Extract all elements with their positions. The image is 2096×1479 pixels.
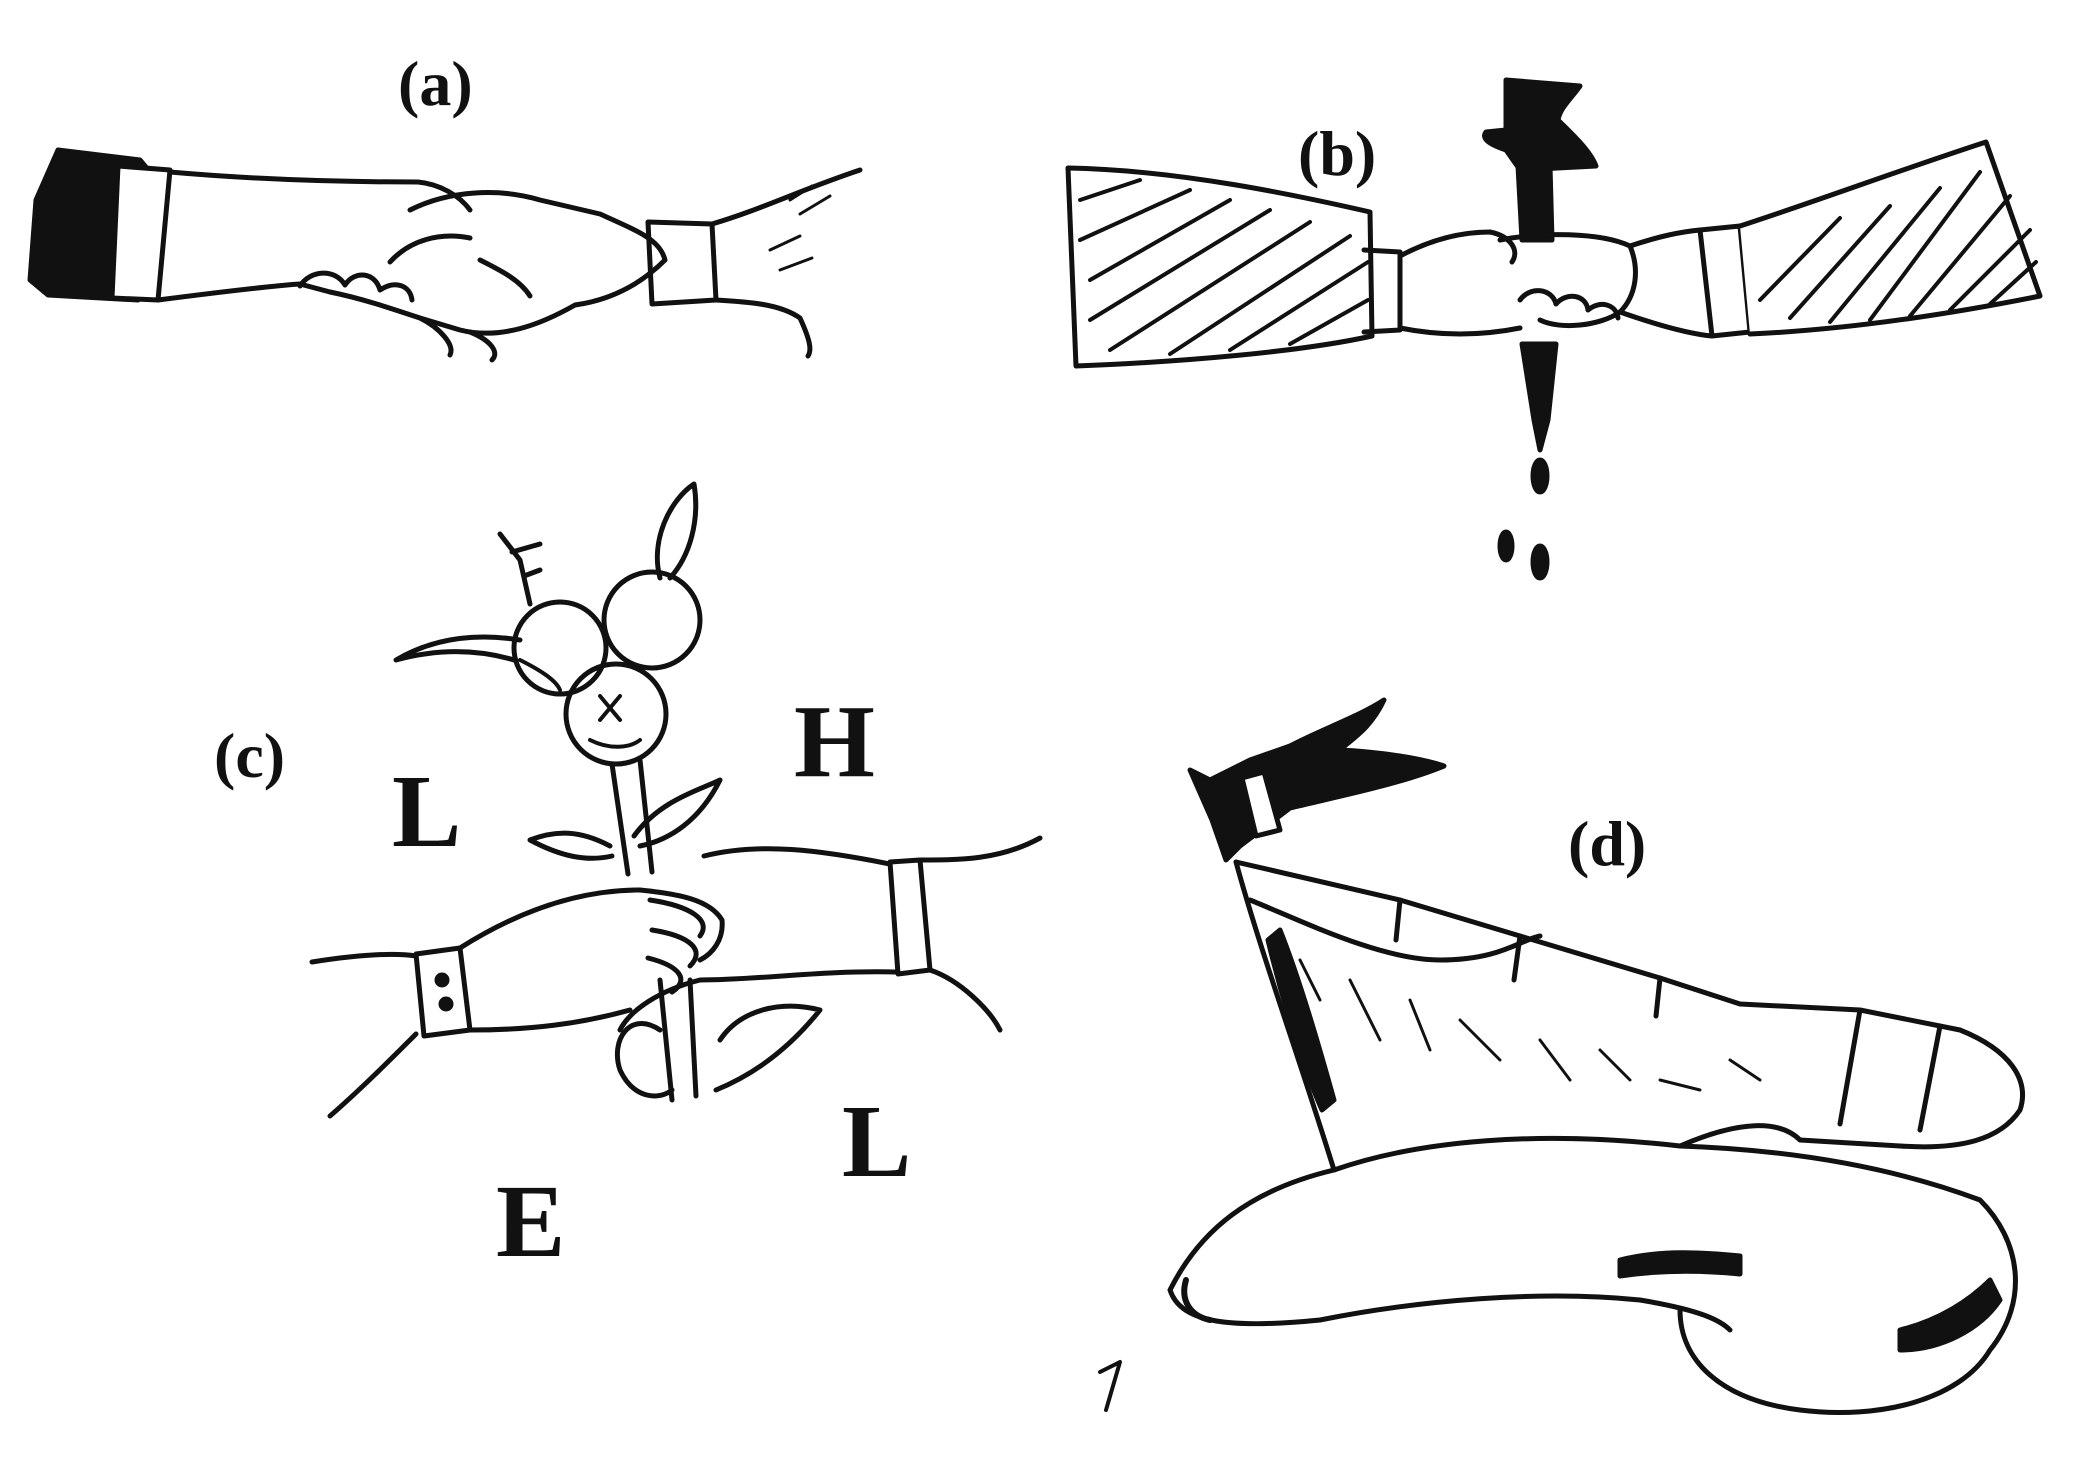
panel-b-left-sleeve	[1068, 168, 1372, 366]
panel-a-right-sleeve-hatch	[770, 186, 830, 270]
panel-a-fingers	[300, 273, 495, 360]
panel-b-left-hand	[1400, 232, 1520, 334]
panel-c-lower-leaves	[617, 1006, 820, 1096]
panel-d-lower-arm	[1170, 1170, 1730, 1330]
panel-c-flower-handshake-drawing	[312, 484, 1040, 1116]
panel-c-letter-top-right: H	[794, 684, 875, 799]
panel-d-fist-shading	[1620, 1253, 2000, 1350]
panel-b-blood-drop-2	[1500, 532, 1512, 560]
panel-label-a: (a)	[398, 48, 473, 119]
panel-c-cuff-button-1	[437, 975, 447, 985]
panel-d-drape-fold	[1268, 930, 1334, 1110]
panel-a-thumb	[390, 236, 530, 296]
panel-c-top-leaf-left	[500, 534, 540, 604]
panel-b-blood-drop-1	[1533, 460, 1547, 492]
panel-d-drape	[1236, 862, 1800, 1170]
panel-b-dagger-pommel	[1485, 80, 1596, 170]
panel-d-draped-hand-drawing	[1100, 700, 2023, 1413]
panel-b-blood-drop-3	[1533, 546, 1547, 578]
panel-c-cuff-button-2	[441, 999, 451, 1009]
panel-d-pennant-band	[1242, 772, 1280, 836]
panel-b-left-cuff	[1364, 250, 1400, 332]
panel-c-left-cuff	[416, 948, 470, 1036]
panel-b-dagger-blade	[1522, 344, 1556, 450]
panel-a-right-cuff	[648, 222, 716, 304]
panel-a-left-arm-lower	[158, 284, 330, 300]
panel-b-right-sleeve	[1740, 142, 2040, 334]
panel-label-c: (c)	[214, 720, 286, 791]
panel-d-drape-shading	[1300, 960, 1760, 1090]
panel-c-letter-top-left: L	[392, 754, 462, 869]
panel-c-flower-lobe-left	[514, 602, 606, 694]
panel-d-fist	[1680, 1146, 2015, 1413]
panel-c-stem-leaves	[530, 780, 720, 858]
panel-a-left-arm	[170, 172, 470, 210]
panel-d-thumb-edge	[1184, 1280, 1210, 1320]
panel-label-d: (d)	[1568, 808, 1647, 879]
panel-c-side-leaf	[396, 637, 520, 660]
panel-c-flower-lobe-right	[604, 572, 700, 668]
panel-c-flower-lobe-bottom	[566, 664, 666, 764]
panel-c-stem	[612, 760, 652, 874]
panel-c-right-cuff	[890, 860, 930, 974]
panel-a-handshake-drawing	[30, 150, 860, 360]
panel-c-left-arm	[312, 954, 416, 1116]
panel-a-right-sleeve	[712, 170, 860, 356]
panel-b-dagger-grip	[1518, 166, 1552, 240]
panel-d-sleeve-top	[1236, 862, 2023, 1147]
panel-d-pennant	[1190, 700, 1444, 860]
panel-a-clasped-hands	[330, 193, 665, 334]
panel-a-left-cuff-band	[112, 166, 170, 300]
panel-c-top-leaf-right	[657, 484, 695, 578]
panel-b-right-sleeve-hatch	[1760, 172, 2036, 322]
panel-c-left-hand	[460, 890, 722, 1030]
panel-c-flower-face	[520, 660, 640, 747]
panel-c-right-hand	[620, 849, 898, 1030]
panel-c-letter-bottom-left: E	[496, 1164, 566, 1279]
panel-b-dagger-handshake-drawing	[1068, 80, 2040, 578]
panel-b-right-wrist	[1620, 230, 1712, 336]
panel-d-mark	[1100, 1362, 1120, 1410]
panel-d-sleeve-segments	[1396, 900, 1940, 1130]
panel-c-right-arm	[920, 838, 1040, 1030]
panel-c-stem-lower	[660, 980, 696, 1100]
panel-c-left-fingers	[648, 900, 703, 992]
panel-b-right-hand	[1500, 235, 1635, 326]
panel-b-left-sleeve-hatch	[1080, 180, 1368, 354]
panel-label-b: (b)	[1298, 118, 1377, 189]
panel-c-letter-bottom-right: L	[842, 1084, 912, 1199]
